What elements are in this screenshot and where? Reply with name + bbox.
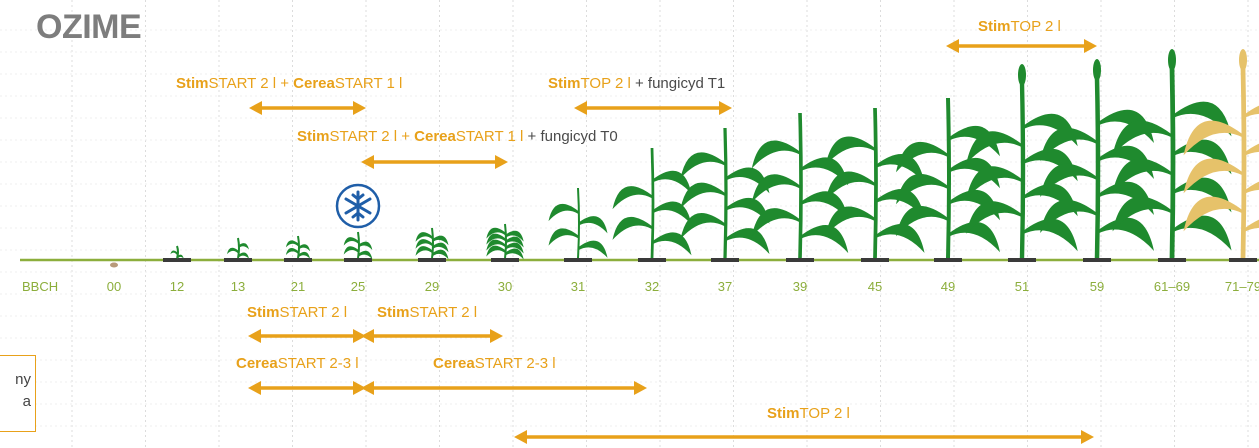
arrow-stimstart-cereastart-top	[249, 101, 366, 115]
bbch-stage-label: 32	[644, 279, 660, 294]
bbch-header: BBCH	[22, 279, 59, 294]
bbch-stage-label: 31	[570, 279, 586, 294]
plant-icon	[224, 237, 252, 262]
label-stimstart-bottom-2: StimSTART 2 l	[377, 304, 478, 321]
label-stimstart-cereastart-top: StimSTART 2 l + CereaSTART 1 l	[176, 75, 403, 92]
label-stimtop-t1: StimTOP 2 l + fungicyd T1	[548, 75, 726, 92]
plant-icon	[343, 231, 373, 262]
bbch-stage-label: 51	[1014, 279, 1030, 294]
arrow-stimtop-upper	[946, 39, 1097, 53]
arrow-cereastart-bottom-2	[361, 381, 647, 395]
bbch-stage-label: 25	[350, 279, 366, 294]
arrow-stimtop-bottom	[514, 430, 1094, 444]
note-fragment-2: a	[22, 393, 31, 410]
note-box: ny a	[0, 355, 36, 432]
bbch-stage-label: 45	[867, 279, 883, 294]
plant-icon	[486, 223, 524, 262]
arrows-layer	[248, 39, 1097, 444]
seed-icon	[110, 262, 118, 268]
bbch-stage-label: 30	[497, 279, 513, 294]
bbch-stage-label: 13	[230, 279, 246, 294]
label-cereastart-bottom-1: CereaSTART 2-3 l	[236, 355, 359, 372]
section-title: OZIME	[36, 8, 142, 46]
label-stimtop-upper: StimTOP 2 l	[978, 18, 1061, 35]
arrow-stimtop-t1	[574, 101, 732, 115]
label-cereastart-bottom-2: CereaSTART 2-3 l	[433, 355, 556, 372]
arrow-cereastart-bottom-1	[248, 381, 366, 395]
bbch-stage-label: 59	[1089, 279, 1105, 294]
plant-icon	[825, 107, 925, 262]
label-stimstart-cereastart-t0: StimSTART 2 l + CereaSTART 1 l + fungicy…	[297, 128, 618, 145]
plant-icon	[612, 147, 692, 262]
bbch-stage-label: 00	[106, 279, 122, 294]
plant-icon	[284, 235, 312, 262]
plant-icon	[163, 245, 191, 262]
plant-icon	[415, 227, 449, 262]
bbch-stage-label: 39	[792, 279, 808, 294]
bbch-stage-label: 29	[424, 279, 440, 294]
bbch-stage-label: 71–79	[1224, 279, 1259, 294]
plants-layer	[163, 49, 1259, 262]
plant-icon	[1040, 59, 1154, 262]
plant-icon	[680, 127, 770, 262]
note-fragment-1: ny	[15, 371, 31, 388]
bbch-stage-label: 12	[169, 279, 185, 294]
snowflake-icon	[335, 183, 381, 229]
bbch-stage-label: 21	[290, 279, 306, 294]
label-stimtop-bottom: StimTOP 2 l	[767, 405, 850, 422]
arrow-stimstart-cereastart-t0	[361, 155, 508, 169]
bbch-stage-label: 37	[717, 279, 733, 294]
plant-icon	[1183, 49, 1259, 262]
arrow-stimstart-bottom-1	[248, 329, 366, 343]
bbch-stage-label: 61–69	[1153, 279, 1191, 294]
plant-icon	[548, 187, 608, 262]
plant-icon	[751, 112, 849, 262]
arrow-stimstart-bottom-2	[361, 329, 503, 343]
label-stimstart-bottom-1: StimSTART 2 l	[247, 304, 348, 321]
bbch-stage-label: 49	[940, 279, 956, 294]
plant-icon	[966, 64, 1078, 262]
